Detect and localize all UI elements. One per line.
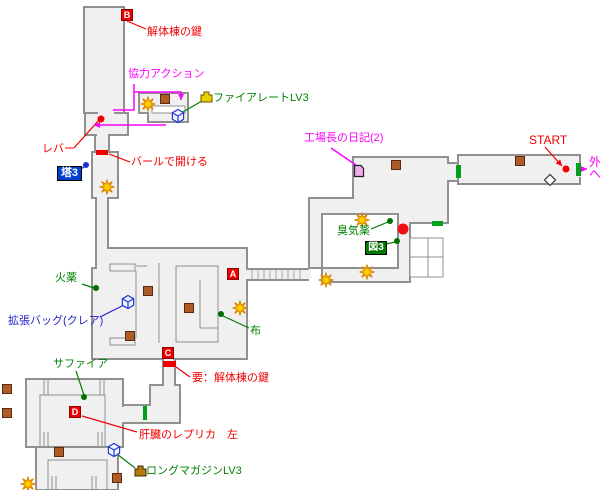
arrowhead-icon [178,94,184,100]
sparkle-item-icon [359,264,375,280]
leader-line [222,315,250,329]
item-spot-dot [81,394,87,400]
item-box-icon [2,384,12,394]
door-start-west-icon [456,165,461,178]
item-spot-dot [218,311,224,317]
door-start-exit-icon [576,163,581,176]
blue-spot-dot [83,162,89,168]
firerate-part-icon [200,91,213,103]
arrowhead-icon [555,159,562,166]
item-spot-dot [387,218,393,224]
diamond-marker-icon [543,173,557,187]
room-east-wing [308,156,459,283]
locker-stalls [409,237,444,278]
arrowhead-icon [94,122,100,128]
sparkle-item-icon [318,272,334,288]
sparkle-item-icon [99,179,115,195]
item-box-icon [2,408,12,418]
leader-line [180,100,203,114]
enemy-spot-dot [397,223,409,235]
room-tower3 [91,151,119,199]
document-icon [353,164,365,178]
red-spot-dot [97,115,105,123]
door-sapphire-corridor-icon [143,406,147,420]
item-box-icon [391,160,401,170]
room-tower-north [83,6,125,114]
corridor-south [122,358,181,424]
item-box-icon [515,156,525,166]
interior-partitions [39,105,444,490]
sparkle-item-icon [354,212,370,228]
arrowhead-icon [581,166,587,172]
item-box-icon [143,286,153,296]
crate-cube-icon [121,294,135,310]
leader-line [75,370,85,396]
leader-line [81,283,95,289]
item-box-icon [54,447,64,457]
item-spot-dot [93,285,99,291]
crate-cube-icon [107,442,121,458]
locked-door-c-icon [163,361,176,367]
sparkle-item-icon [140,96,156,112]
crowbar-door-icon [96,150,108,155]
item-box-icon [184,303,194,313]
leader-line [175,366,191,378]
stairs-corridor [247,268,309,281]
item-box-icon [112,473,122,483]
leader-line [116,453,136,469]
leader-line [330,147,357,166]
sparkle-item-icon [20,476,36,490]
leader-line [81,415,138,433]
leader-line [385,241,396,245]
item-box-icon [125,331,135,341]
door-east-room-icon [432,221,443,226]
longmag-part-icon [134,465,147,477]
leader-lines [73,20,587,469]
red-spot-dot [562,165,570,173]
room-lever [84,112,129,136]
ladder-marks [43,380,105,490]
room-sapphire-lower [35,446,119,490]
leader-line [108,153,131,163]
sparkle-item-icon [232,300,248,316]
crate-cube-icon [171,108,185,124]
leader-line [99,303,127,318]
corridor-west [95,197,109,249]
room-sapphire-upper [25,378,124,448]
item-box-icon [160,94,170,104]
leader-line [126,20,147,30]
item-spot-dot [394,238,400,244]
leader-line [370,221,389,230]
map-markers [2,91,581,490]
